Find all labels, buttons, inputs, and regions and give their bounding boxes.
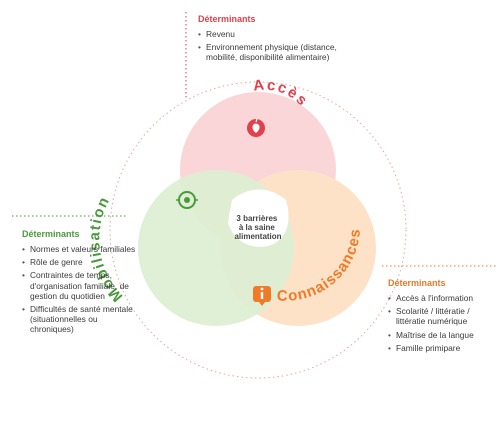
panel-title: Déterminants bbox=[388, 278, 446, 288]
target-icon bbox=[176, 191, 198, 209]
list-item: Famille primipare bbox=[388, 343, 498, 353]
list-item: Rôle de genre bbox=[22, 257, 140, 267]
determinants-list: Normes et valeurs familiales Rôle de gen… bbox=[22, 244, 140, 335]
determinants-acces-panel: Déterminants Revenu Environnement physiq… bbox=[198, 14, 348, 66]
outer-ring bbox=[109, 81, 407, 379]
center-overlap bbox=[228, 189, 289, 247]
list-item: Difficultés de santé mentale (situationn… bbox=[22, 304, 140, 335]
panel-title: Déterminants bbox=[198, 14, 256, 24]
determinants-list: Revenu Environnement physique (distance,… bbox=[198, 29, 348, 63]
info-icon bbox=[253, 286, 271, 306]
list-item: Environnement physique (distance, mobili… bbox=[198, 42, 348, 62]
center-line-1: 3 barrières bbox=[236, 214, 277, 223]
center-line-2: à la saine bbox=[239, 223, 276, 232]
determinants-mobilisation-panel: Déterminants Normes et valeurs familiale… bbox=[22, 229, 140, 338]
list-item: Contraintes de temps, d'organisation fam… bbox=[22, 270, 140, 301]
determinants-connaissances-panel: Déterminants Accès à l'information Scola… bbox=[388, 278, 498, 356]
center-line-3: alimentation bbox=[234, 232, 281, 241]
determinants-list: Accès à l'information Scolarité / littér… bbox=[388, 293, 498, 353]
panel-title: Déterminants bbox=[22, 229, 80, 239]
list-item: Accès à l'information bbox=[388, 293, 498, 303]
list-item: Scolarité / littératie / littératie numé… bbox=[388, 306, 498, 326]
list-item: Normes et valeurs familiales bbox=[22, 244, 140, 254]
list-item: Maîtrise de la langue bbox=[388, 330, 498, 340]
center-label: 3 barrières à la saine alimentation bbox=[234, 214, 281, 241]
apple-icon bbox=[247, 118, 265, 137]
list-item: Revenu bbox=[198, 29, 348, 39]
